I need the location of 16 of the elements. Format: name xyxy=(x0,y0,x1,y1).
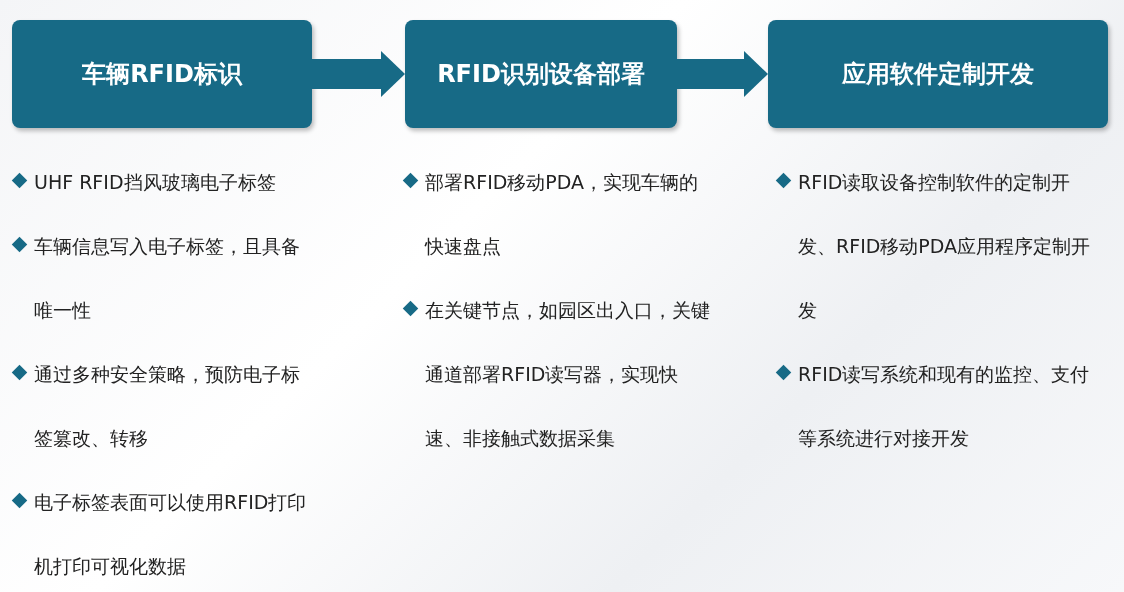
header-box xyxy=(768,20,1108,128)
bullet-text: RFID读写系统和现有的监控、支付等系统进行对接开发 xyxy=(798,363,1090,449)
bullet-text: 部署RFID移动PDA，实现车辆的快速盘点 xyxy=(425,171,699,257)
bullet-text: RFID读取设备控制软件的定制开发、RFID移动PDA应用程序定制开发 xyxy=(798,171,1091,321)
bullet-text: 电子标签表面可以使用RFID打印机打印可视化数据 xyxy=(34,491,307,577)
header-text: 应用软件定制开发 xyxy=(842,59,1034,90)
header-text: 车辆RFID标识 xyxy=(82,59,242,90)
block-arrow xyxy=(677,51,768,97)
header-box xyxy=(405,20,677,128)
bullet-text: 车辆信息写入电子标签，且具备唯一性 xyxy=(34,235,300,321)
block-arrow xyxy=(312,51,405,97)
bullet-text: 在关键节点，如园区出入口，关键通道部署RFID读写器，实现快速、非接触式数据采集 xyxy=(425,299,710,449)
header-text: RFID识别设备部署 xyxy=(437,59,645,90)
bullet-text: 通过多种安全策略，预防电子标签篡改、转移 xyxy=(34,363,300,449)
bullet-text: UHF RFID挡风玻璃电子标签 xyxy=(34,171,276,193)
header-box xyxy=(12,20,312,128)
